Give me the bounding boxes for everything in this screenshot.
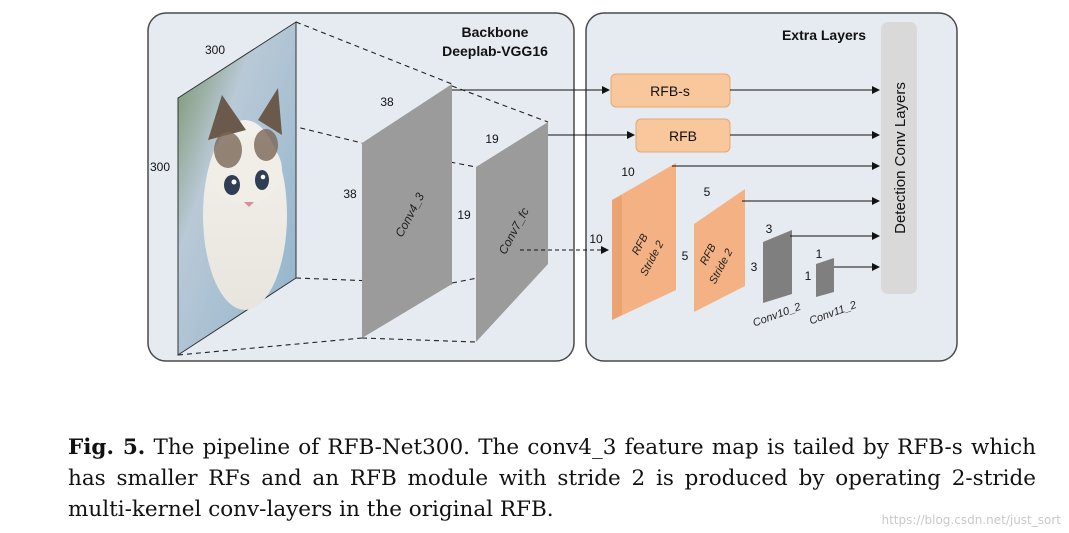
rfb-stride-b-dim-left: 5 bbox=[682, 249, 689, 263]
conv4-3-dim-left: 38 bbox=[343, 187, 357, 201]
conv4-3-plane bbox=[362, 84, 452, 338]
rfb-stride-block-b bbox=[694, 189, 745, 312]
rfb-stride-b-dim-top: 5 bbox=[704, 185, 711, 199]
image-dim-left: 300 bbox=[150, 160, 170, 174]
conv7-fc-dim-top: 19 bbox=[485, 132, 499, 146]
conv11-2-dim-top: 1 bbox=[816, 247, 823, 261]
rfb-label: RFB bbox=[669, 128, 697, 144]
conv7-fc-dim-left: 19 bbox=[457, 208, 471, 222]
extra-layers-title: Extra Layers bbox=[782, 27, 866, 43]
input-image bbox=[177, 21, 297, 356]
conv10-2-dim-left: 3 bbox=[751, 260, 758, 274]
detection-conv-layers-box bbox=[881, 22, 917, 294]
rfb-s-label: RFB-s bbox=[650, 83, 690, 99]
backbone-title: Backbone bbox=[462, 24, 529, 40]
conv10-2-dim-top: 3 bbox=[766, 222, 773, 236]
backbone-subtitle: Deeplab-VGG16 bbox=[442, 43, 548, 59]
watermark: https://blog.csdn.net/just_sort bbox=[881, 513, 1062, 527]
conv7-fc-plane bbox=[476, 122, 548, 342]
connection-arrows bbox=[452, 86, 880, 271]
rfb-stride-block-a bbox=[612, 163, 676, 320]
detection-conv-layers-label: Detection Conv Layers bbox=[892, 82, 909, 234]
rfb-stride-a-dim-top: 10 bbox=[621, 165, 635, 179]
rfb-stride-block-a-edge bbox=[612, 195, 622, 320]
figure-caption: Fig. 5. The pipeline of RFB-Net300. The … bbox=[68, 432, 1036, 525]
caption-text: The pipeline of RFB-Net300. The conv4_3 … bbox=[68, 435, 1036, 522]
caption-prefix: Fig. 5. bbox=[68, 435, 146, 460]
conv10-2-block bbox=[763, 230, 792, 303]
conv4-3-dim-top: 38 bbox=[380, 95, 394, 109]
conv11-2-block bbox=[816, 258, 834, 297]
image-dim-top: 300 bbox=[205, 43, 225, 57]
conv11-2-dim-left: 1 bbox=[805, 269, 812, 283]
rfb-stride-a-dim-left: 10 bbox=[589, 232, 603, 246]
